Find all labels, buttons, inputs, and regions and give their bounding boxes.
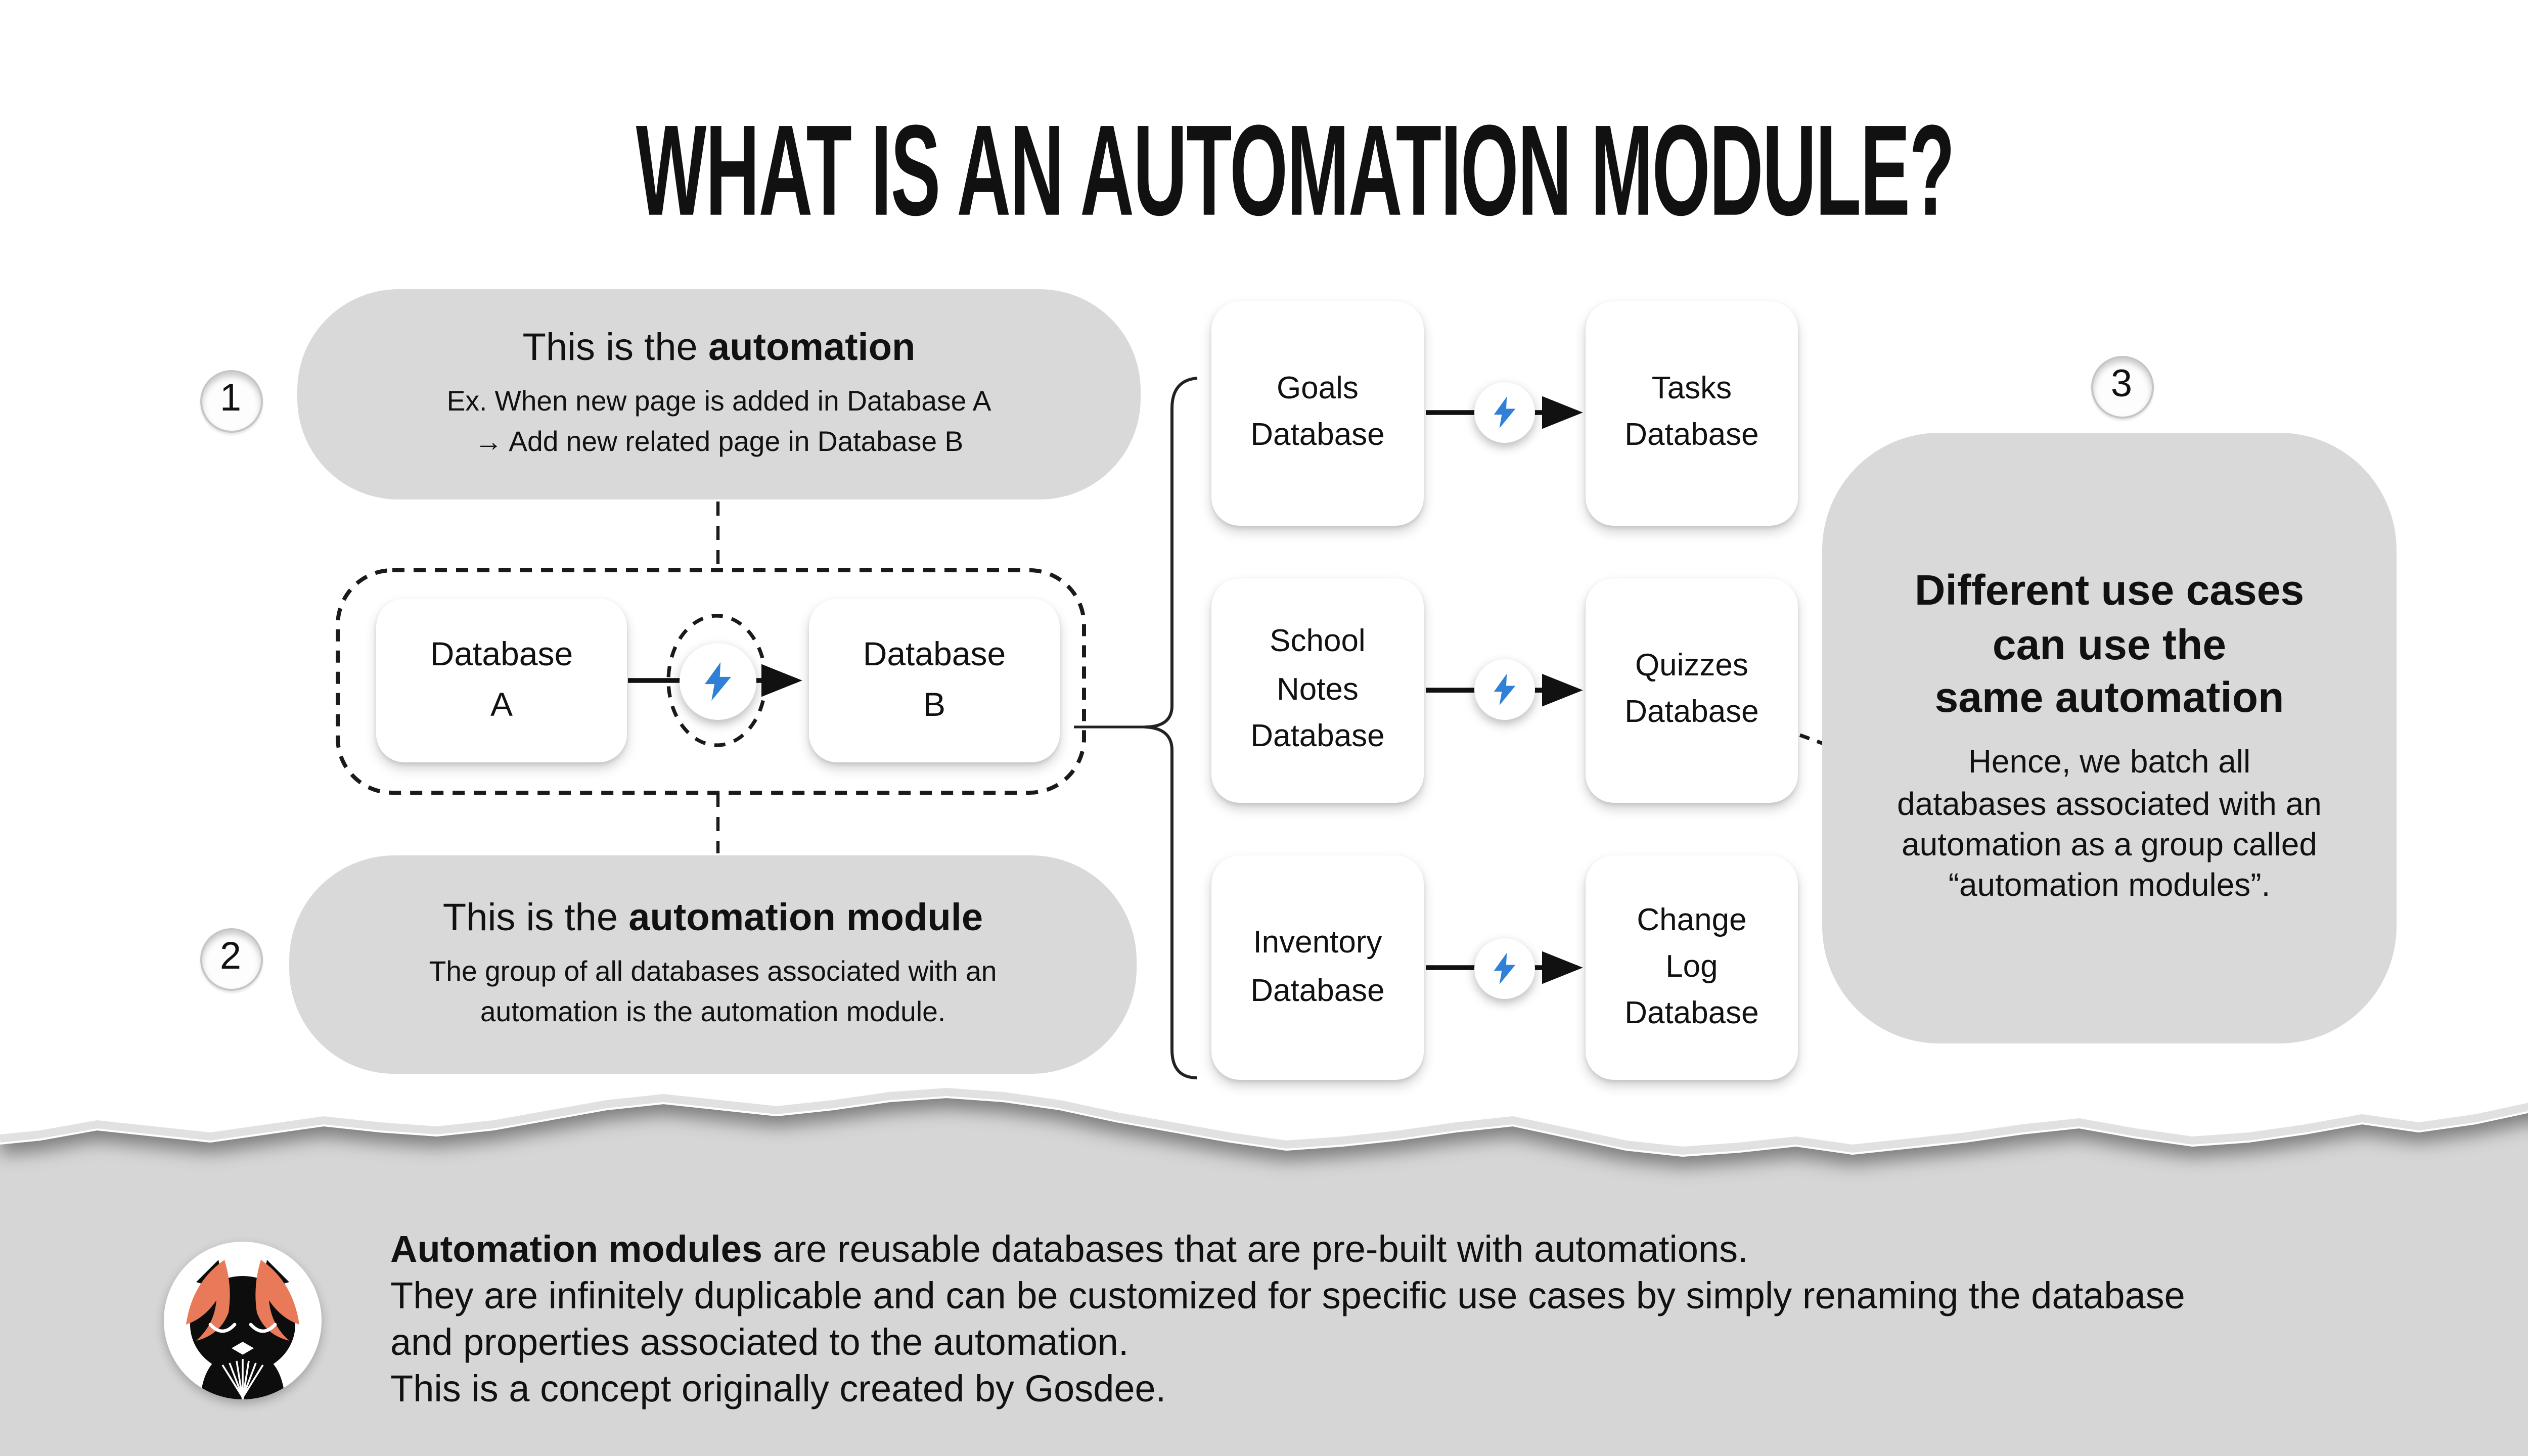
quizzes-database-card: Quizzes Database bbox=[1586, 577, 1798, 802]
lightning-bolt-icon bbox=[1494, 951, 1516, 984]
goals-database-card: Goals Database bbox=[1211, 300, 1424, 525]
school-notes-database-card: School Notes Database bbox=[1211, 577, 1424, 802]
step-3-badge: 3 bbox=[2090, 355, 2153, 418]
callout-automation-module-desc1: The group of all databases associated wi… bbox=[429, 956, 997, 987]
callout-automation-desc2: → Add new related page in Database B bbox=[474, 426, 964, 456]
title-row: WHAT IS AN AUTOMATION MODULE? bbox=[0, 106, 2528, 235]
lightning-bolt-icon bbox=[1494, 396, 1516, 429]
page-title: WHAT IS AN AUTOMATION MODULE? bbox=[635, 98, 1954, 243]
callout-automation-module-title: This is the automation module bbox=[443, 898, 983, 942]
footer-line-3: and properties associated to the automat… bbox=[390, 1321, 1129, 1363]
automation-bolt-row2 bbox=[1474, 660, 1535, 721]
use-cases-heading-1: Different use cases bbox=[1914, 568, 2305, 615]
use-cases-body-1: Hence, we batch all bbox=[1968, 746, 2251, 781]
use-cases-heading-2: can use the bbox=[1992, 622, 2227, 669]
change-log-database-card: Change Log Database bbox=[1586, 855, 1798, 1080]
footer-text: Automation modules are reusable database… bbox=[390, 1225, 2528, 1412]
step-2-number: 2 bbox=[219, 936, 242, 979]
footer-line-1-rest: are reusable databases that are pre-buil… bbox=[762, 1227, 1748, 1270]
step-3-number: 3 bbox=[2110, 364, 2133, 406]
callout-automation-module-desc2: automation is the automation module. bbox=[480, 996, 946, 1026]
database-a-card: Database A bbox=[376, 599, 627, 762]
callout-automation-module: This is the automation module The group … bbox=[289, 855, 1137, 1074]
use-cases-brace bbox=[1144, 377, 1198, 1079]
lightning-bolt-icon bbox=[1494, 674, 1516, 706]
footer-line-2: They are infinitely duplicable and can b… bbox=[390, 1274, 2185, 1316]
callout-automation-module-bold: automation module bbox=[628, 897, 983, 940]
use-cases-body-4: “automation modules”. bbox=[1948, 870, 2271, 905]
automation-bolt-main bbox=[679, 642, 755, 719]
lightning-bolt-icon bbox=[703, 661, 731, 700]
callout-use-cases: Different use cases can use the same aut… bbox=[1822, 433, 2397, 1043]
inventory-database-card: Inventory Database bbox=[1211, 855, 1424, 1080]
step-1-badge: 1 bbox=[199, 369, 262, 432]
footer-line-1: Automation modules are reusable database… bbox=[390, 1225, 2528, 1272]
callout-automation-lead: This is the bbox=[522, 327, 708, 370]
tasks-database-card: Tasks Database bbox=[1586, 300, 1798, 525]
footer-line-4: This is a concept originally created by … bbox=[390, 1367, 1166, 1409]
callout-automation-title: This is the automation bbox=[522, 328, 915, 372]
callout-automation-module-lead: This is the bbox=[442, 897, 629, 940]
step-1-number: 1 bbox=[219, 378, 242, 421]
callout-automation-bold: automation bbox=[708, 327, 916, 370]
use-cases-body-3: automation as a group called bbox=[1902, 829, 2317, 863]
step-2-badge: 2 bbox=[199, 927, 262, 990]
footer-line-1-bold: Automation modules bbox=[390, 1227, 762, 1270]
automation-bolt-row3 bbox=[1474, 937, 1535, 998]
avatar bbox=[164, 1242, 322, 1399]
use-cases-body-2: databases associated with an bbox=[1897, 788, 2322, 823]
callout-automation: This is the automation Ex. When new page… bbox=[297, 289, 1141, 499]
callout-automation-desc1: Ex. When new page is added in Database A bbox=[446, 386, 991, 417]
meditating-cat-avatar bbox=[164, 1242, 322, 1399]
automation-bolt-row1 bbox=[1474, 382, 1535, 443]
database-b-card: Database B bbox=[809, 599, 1060, 762]
use-cases-heading-3: same automation bbox=[1934, 676, 2284, 723]
